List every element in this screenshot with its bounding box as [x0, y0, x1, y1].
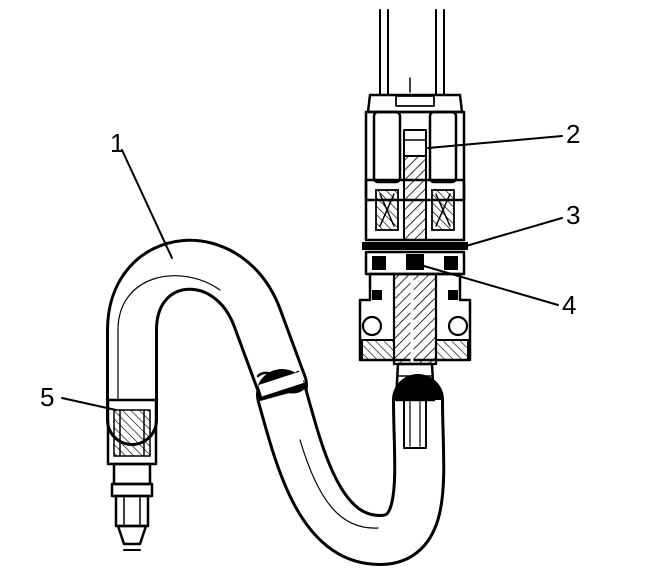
flexible-hose: [106, 238, 446, 566]
wire-leads: [379, 9, 445, 96]
hose-end-fitting: [106, 398, 158, 551]
callout-4: 4: [562, 290, 576, 320]
callout-2: 2: [566, 119, 580, 149]
callout-5: 5: [40, 382, 54, 412]
callout-3: 3: [566, 200, 580, 230]
solenoid-assembly: [358, 9, 472, 449]
leader-lines: [61, 135, 563, 411]
callout-1: 1: [110, 128, 124, 158]
